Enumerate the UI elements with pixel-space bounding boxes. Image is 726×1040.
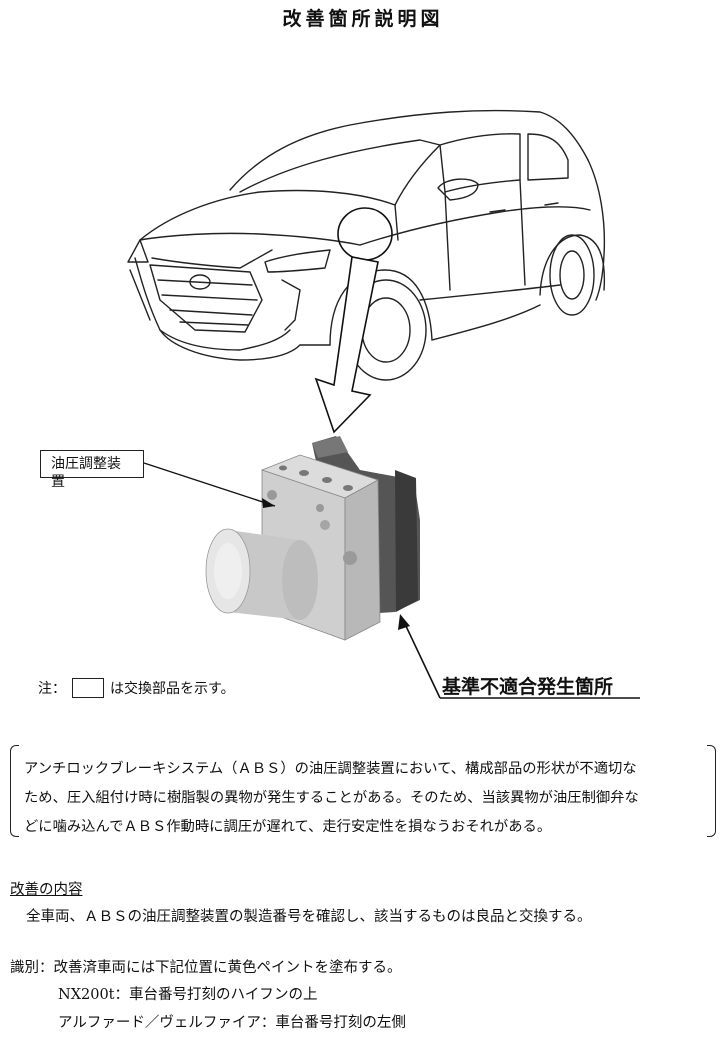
defect-location-label: 基準不適合発生箇所 (442, 676, 614, 698)
identification-item: アルファード／ヴェルファイア：車台番号打刻の左側 (58, 1015, 406, 1031)
defect-description: アンチロックブレーキシステム（ＡＢＳ）の油圧調整装置において、構成部品の形状が不… (10, 745, 716, 837)
description-line: どに噛み込んでＡＢＳ作動時に調圧が遅れて、走行安定性を損なうおそれがある。 (24, 819, 552, 835)
unit-leader-line (143, 462, 276, 507)
improvement-body: 全車両、ＡＢＳの油圧調整装置の製造番号を確認し、該当するものは良品と交換する。 (26, 909, 592, 925)
pointer-arrow (314, 256, 379, 434)
hydraulic-unit-label: 油圧調整装置 (40, 450, 144, 490)
defect-leader-arrowhead (398, 614, 410, 630)
illustration (127, 109, 640, 699)
defect-leader-line (404, 623, 441, 699)
identification-heading: 識別：改善済車両には下記位置に黄色ペイントを塗布する。 (10, 960, 402, 976)
replacement-part-swatch (72, 678, 104, 698)
legend-note: 注： は交換部品を示す。 (38, 678, 235, 698)
abs-unit-illustration (205, 436, 420, 641)
description-line: アンチロックブレーキシステム（ＡＢＳ）の油圧調整装置において、構成部品の形状が不… (24, 761, 637, 777)
left-bracket (10, 745, 19, 837)
note-prefix: 注： (38, 681, 66, 697)
right-bracket (707, 745, 716, 837)
improvement-heading: 改善の内容 (10, 882, 83, 898)
identification-item: NX200t：車台番号打刻のハイフンの上 (58, 987, 318, 1003)
note-suffix: は交換部品を示す。 (110, 681, 235, 697)
location-circle (337, 207, 393, 261)
page-title: 改善箇所説明図 (282, 8, 444, 30)
unit-leader-arrowhead (262, 498, 275, 508)
description-line: ため、圧入組付け時に樹脂製の異物が発生することがある。そのため、当該異物が油圧制… (24, 790, 639, 806)
car-illustration (127, 109, 606, 381)
